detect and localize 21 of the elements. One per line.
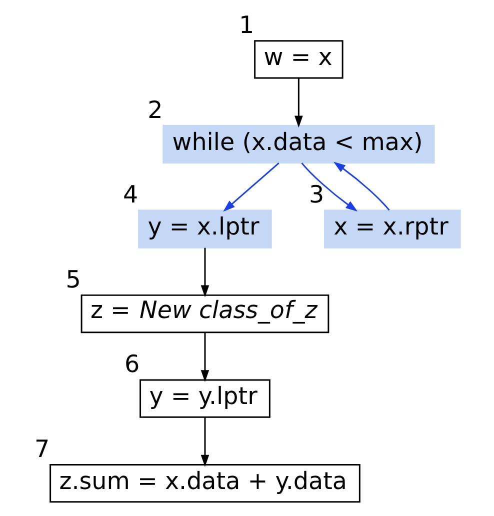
arrow	[223, 162, 280, 212]
arrow	[301, 162, 358, 212]
node-box: w = x	[254, 40, 344, 79]
node-box: x = x.rptr	[324, 210, 461, 248]
node-box: z = New class_of_z	[80, 294, 330, 334]
node-label: 2	[148, 96, 163, 124]
node-box: while (x.data < max)	[162, 124, 435, 164]
node-box: z.sum = x.data + y.data	[50, 464, 360, 503]
arrow	[294, 78, 303, 128]
node-label: 1	[239, 11, 254, 40]
arrow	[200, 417, 210, 467]
node-label: 3	[308, 180, 324, 209]
arrow	[333, 162, 390, 211]
node-label: 5	[66, 265, 81, 294]
node-label: 4	[123, 180, 138, 209]
arrow	[200, 332, 210, 382]
node-box: y = x.lptr	[138, 210, 272, 248]
arrow	[200, 248, 210, 298]
node-box: y = y.lptr	[140, 379, 270, 418]
node-label: 7	[34, 434, 50, 463]
node-label: 6	[124, 350, 140, 378]
